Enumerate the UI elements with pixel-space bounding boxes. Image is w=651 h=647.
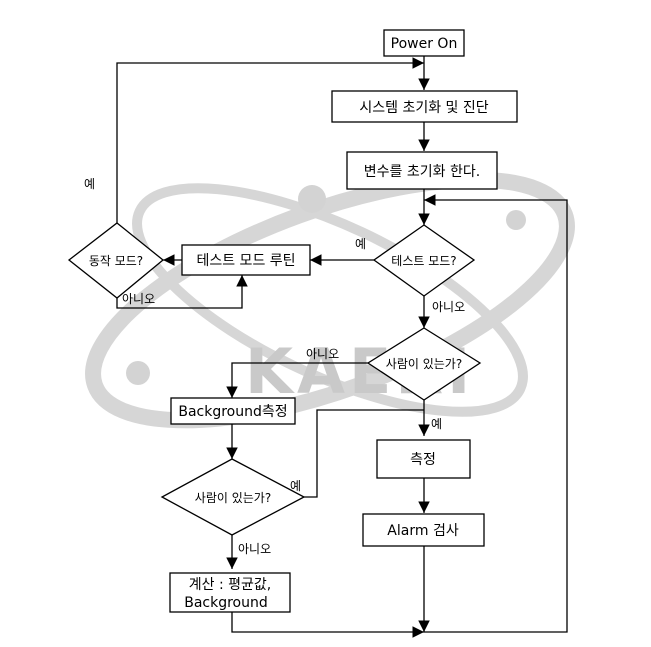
svg-text:테스트 모드 루틴: 테스트 모드 루틴 xyxy=(196,253,295,269)
node-measure: 측정 xyxy=(376,439,471,479)
edge-person2-yes xyxy=(304,409,424,498)
label-test-mode-no: 아니오 xyxy=(432,300,465,314)
node-power-on: Power On xyxy=(383,29,465,57)
edge-labels: 예 예 아니오 아니오 아니오 예 예 아니오 xyxy=(84,177,465,556)
svg-text:계산 : 평균값,: 계산 : 평균값, xyxy=(189,577,271,593)
svg-text:변수를 초기화 한다.: 변수를 초기화 한다. xyxy=(364,164,480,180)
svg-text:측정: 측정 xyxy=(410,452,436,468)
svg-text:Power On: Power On xyxy=(391,36,458,52)
node-person-decision-2: 사람이 있는가? xyxy=(160,458,306,536)
node-test-mode-routine: 테스트 모드 루틴 xyxy=(181,244,311,276)
label-person1-no: 아니오 xyxy=(306,347,339,361)
edge-calc-to-merge xyxy=(231,612,424,638)
svg-text:Alarm 검사: Alarm 검사 xyxy=(387,523,459,539)
node-test-mode-decision: 테스트 모드? xyxy=(372,224,476,297)
label-run-mode-yes: 예 xyxy=(84,177,95,191)
svg-text:동작 모드?: 동작 모드? xyxy=(89,254,143,268)
svg-text:Background측정: Background측정 xyxy=(178,404,287,420)
svg-text:사람이 있는가?: 사람이 있는가? xyxy=(195,491,271,505)
node-var-init: 변수를 초기화 한다. xyxy=(346,151,498,190)
node-person-decision-1: 사람이 있는가? xyxy=(366,327,482,401)
svg-text:테스트 모드?: 테스트 모드? xyxy=(391,254,456,268)
label-run-mode-no: 아니오 xyxy=(122,292,155,306)
edge-main-loop xyxy=(424,194,568,633)
node-calc: 계산 : 평균값, Background xyxy=(169,572,291,613)
edge-runq-yes-loop xyxy=(116,57,424,223)
label-person2-yes: 예 xyxy=(290,479,301,493)
node-run-mode-decision: 동작 모드? xyxy=(67,222,165,299)
svg-text:시스템 초기화 및 진단: 시스템 초기화 및 진단 xyxy=(359,100,488,116)
label-person1-yes: 예 xyxy=(431,417,442,431)
node-background-measure: Background측정 xyxy=(170,397,296,425)
label-person2-no: 아니오 xyxy=(238,542,271,556)
svg-text:사람이 있는가?: 사람이 있는가? xyxy=(386,357,462,371)
edge-runq-no xyxy=(116,275,248,309)
node-alarm-check: Alarm 검사 xyxy=(362,513,485,547)
edges xyxy=(116,56,568,638)
svg-text:Background: Background xyxy=(184,595,268,611)
edge-person1-no xyxy=(226,362,368,398)
node-system-init: 시스템 초기화 및 진단 xyxy=(331,90,518,123)
label-test-mode-yes: 예 xyxy=(355,237,366,251)
